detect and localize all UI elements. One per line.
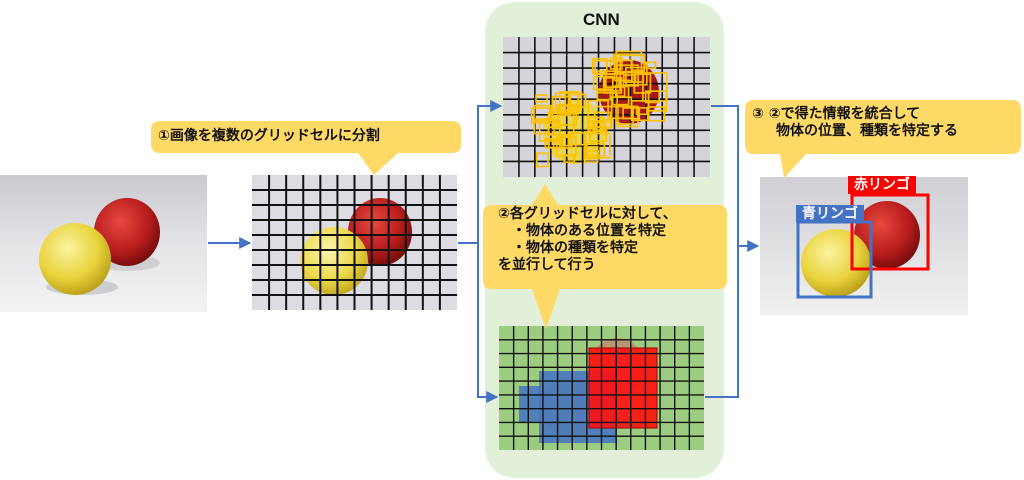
candidate-box	[535, 94, 548, 103]
candidate-box	[592, 120, 607, 131]
step1-callout	[151, 121, 461, 175]
step3-callout	[745, 100, 1021, 178]
step2-line-1: ②各グリッドセルに対して、	[498, 206, 677, 222]
candidate-box	[596, 70, 621, 92]
candidate-box	[593, 111, 612, 129]
candidate-box	[533, 104, 552, 122]
candidate-box	[535, 152, 549, 168]
step3-line-1: ③ ②で得た情報を統合して	[752, 106, 921, 122]
candidate-box	[635, 107, 648, 116]
candidate-box	[558, 134, 573, 149]
class-probability-map	[499, 326, 704, 450]
candidate-box	[605, 73, 625, 88]
bounding-box-prediction-image	[503, 37, 710, 177]
candidate-box	[587, 150, 599, 160]
candidate-box	[622, 107, 641, 120]
candidate-box	[530, 107, 551, 124]
candidate-box	[644, 90, 660, 104]
step2-line-4: を並行して行う	[498, 257, 596, 273]
grid-split-photo	[252, 175, 457, 310]
candidate-box	[557, 105, 569, 114]
step1-text: ①画像を複数のグリッドセルに分割	[158, 128, 380, 144]
candidate-box	[591, 57, 608, 75]
candidate-box	[585, 142, 606, 157]
candidate-box	[615, 105, 634, 125]
candidate-box	[544, 138, 555, 149]
step2-line-3: ・物体の種類を特定	[512, 240, 638, 256]
candidate-box	[619, 54, 645, 73]
step2-callout	[483, 184, 727, 329]
candidate-box	[645, 61, 657, 70]
step2-text: ②各グリッドセルに対して、 ・物体のある位置を特定 ・物体の種類を特定 を並行し…	[498, 206, 677, 274]
candidate-box	[558, 90, 580, 115]
candidate-box	[642, 72, 668, 102]
candidate-box	[592, 75, 614, 91]
step2-line-2: ・物体のある位置を特定	[512, 223, 666, 239]
candidate-box	[547, 111, 575, 136]
candidate-box	[563, 154, 576, 164]
candidate-box	[547, 138, 563, 149]
yellow-apple-label: 青リンゴ	[796, 205, 864, 223]
candidate-box	[533, 118, 555, 135]
red-apple-bbox	[850, 193, 930, 271]
step3-text: ③ ②で得た情報を統合して 物体の位置、種類を特定する	[752, 106, 958, 140]
candidate-box	[554, 92, 571, 111]
detection-result-photo	[760, 177, 968, 315]
candidate-box	[587, 116, 605, 133]
cnn-panel-title: CNN	[583, 10, 620, 29]
candidate-box	[567, 93, 587, 108]
candidate-box	[616, 64, 639, 87]
step3-line-2: 物体の位置、種類を特定する	[776, 123, 958, 139]
red-apple-label: 赤リンゴ	[848, 176, 916, 194]
original-apple-photo	[0, 175, 207, 312]
candidate-box	[625, 66, 648, 86]
